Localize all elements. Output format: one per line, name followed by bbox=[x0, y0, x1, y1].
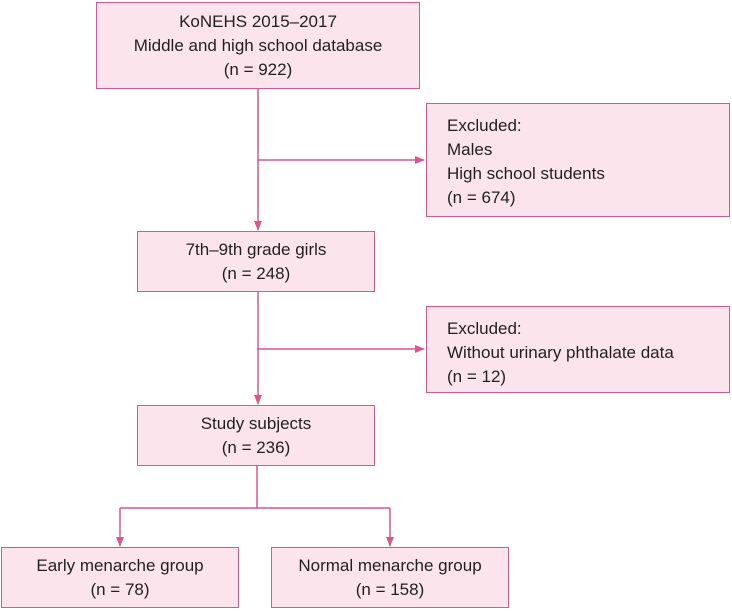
early-label: Early menarche group bbox=[36, 555, 204, 575]
study-count: (n = 236) bbox=[221, 437, 291, 457]
early-menarche-box: Early menarche group (n = 78) bbox=[1, 547, 239, 608]
normal-label: Normal menarche group bbox=[298, 555, 482, 575]
early-count: (n = 78) bbox=[90, 579, 150, 599]
exclusion-1-reason-1: Males bbox=[447, 140, 493, 159]
source-title: KoNEHS 2015–2017 bbox=[179, 11, 337, 31]
source-database-box: KoNEHS 2015–2017 Middle and high school … bbox=[96, 2, 420, 89]
exclusion-1-heading: Excluded: bbox=[447, 116, 522, 135]
source-subtitle: Middle and high school database bbox=[133, 35, 383, 55]
normal-count: (n = 158) bbox=[355, 579, 425, 599]
girls-count: (n = 248) bbox=[221, 263, 291, 283]
exclusion-box-2: Excluded: Without urinary phthalate data… bbox=[426, 306, 730, 393]
girls-box: 7th–9th grade girls (n = 248) bbox=[137, 231, 375, 292]
girls-label: 7th–9th grade girls bbox=[185, 239, 327, 259]
exclusion-box-1: Excluded: Males High school students (n … bbox=[426, 103, 730, 217]
exclusion-1-count: (n = 674) bbox=[447, 188, 516, 207]
exclusion-2-reason: Without urinary phthalate data bbox=[447, 343, 674, 362]
study-subjects-box: Study subjects (n = 236) bbox=[137, 405, 375, 466]
source-count: (n = 922) bbox=[223, 59, 293, 79]
exclusion-1-reason-2: High school students bbox=[447, 164, 605, 183]
exclusion-2-heading: Excluded: bbox=[447, 319, 522, 338]
exclusion-2-count: (n = 12) bbox=[447, 367, 507, 386]
study-label: Study subjects bbox=[200, 413, 312, 433]
normal-menarche-box: Normal menarche group (n = 158) bbox=[271, 547, 509, 608]
